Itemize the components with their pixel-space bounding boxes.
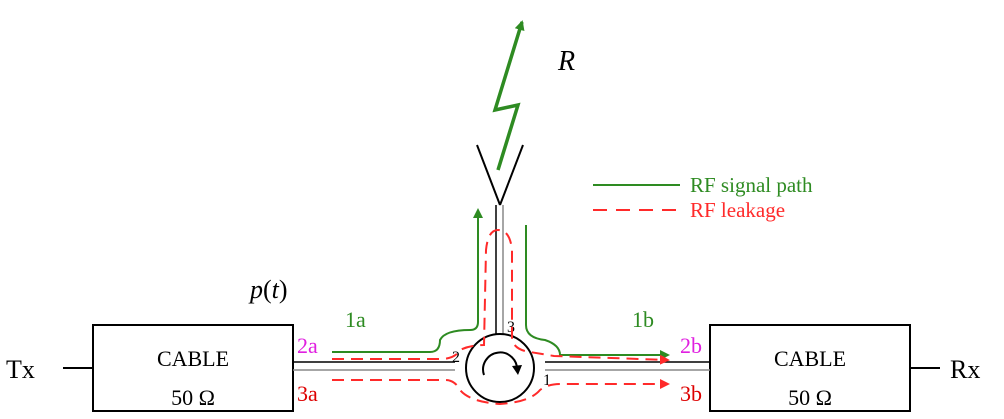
- left-cable-label: CABLE: [157, 346, 229, 371]
- port-label-2a: 2a: [297, 333, 318, 358]
- right-cable-label: CABLE: [774, 346, 846, 371]
- circulator-port-2: 2: [452, 349, 460, 366]
- circulator-arrow-icon: [482, 351, 519, 376]
- antenna-right-arm: [499, 144, 524, 206]
- legend-signal-label: RF signal path: [690, 173, 813, 197]
- range-label: R: [557, 46, 575, 77]
- rx-label: Rx: [950, 355, 980, 384]
- circulator-port-1: 1: [543, 372, 551, 389]
- pulse-label: p(t): [248, 275, 288, 304]
- left-cable-impedance: 50 Ω: [171, 385, 215, 410]
- rf-signal-path-into-antenna: [525, 225, 562, 356]
- circulator-arrowhead-icon: [512, 365, 522, 375]
- legend-leakage-label: RF leakage: [690, 198, 785, 222]
- port-label-3a: 3a: [297, 381, 318, 406]
- port-label-3b: 3b: [680, 381, 702, 406]
- port-label-1a: 1a: [345, 307, 366, 332]
- circulator: [465, 333, 535, 403]
- right-cable-impedance: 50 Ω: [788, 385, 832, 410]
- antenna-left-arm: [476, 144, 501, 206]
- port-label-1b: 1b: [632, 307, 654, 332]
- rf-leakage-path-upper: [332, 228, 670, 365]
- left-cable-box: [92, 324, 294, 412]
- tx-label: Tx: [6, 355, 35, 384]
- rf-signal-path-from-tx: [332, 208, 483, 353]
- rf-leakage-path-lower: [332, 379, 670, 406]
- port-label-2b: 2b: [680, 333, 702, 358]
- rf-signal-lightning-icon: [492, 20, 525, 171]
- right-cable-box: [709, 324, 911, 412]
